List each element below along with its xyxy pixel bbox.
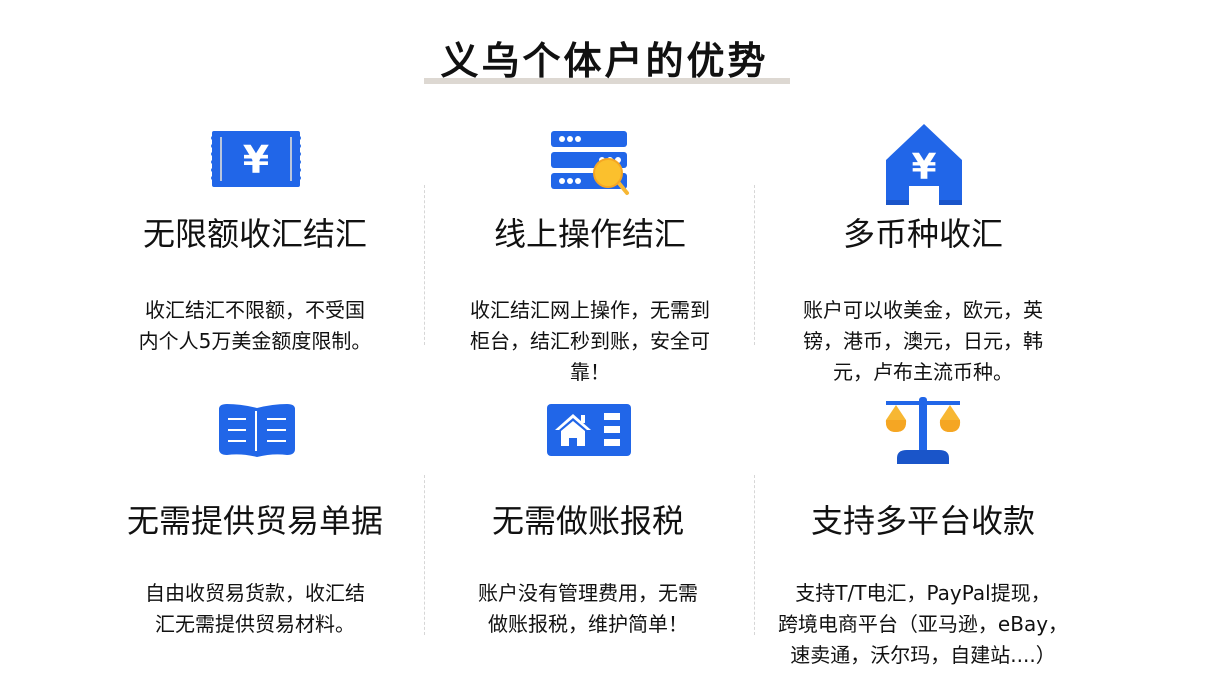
feature-card-multi-platform: 支持多平台收款 支持T/T电汇，PayPal提现， 跨境电商平台（亚马逊，eBa… xyxy=(753,496,1093,671)
feature-card-no-bookkeeping: 无需做账报税 账户没有管理费用，无需 做账报税，维护简单！ xyxy=(418,496,758,640)
feature-title: 支持多平台收款 xyxy=(810,502,1035,540)
feature-card-online-exchange: 线上操作结汇 收汇结汇网上操作，无需到 柜台，结汇秒到账，安全可 靠！ xyxy=(420,209,760,388)
divider-bottom-left xyxy=(424,475,425,635)
feature-title: 无限额收汇结汇 xyxy=(142,215,367,253)
feature-desc-line: 速卖通，沃尔玛，自建站....） xyxy=(790,643,1056,667)
feature-card-unlimited-exchange: 无限额收汇结汇 收汇结汇不限额，不受国 内个人5万美金额度限制。 xyxy=(85,209,425,357)
svg-text:¥: ¥ xyxy=(243,138,269,182)
feature-title: 线上操作结汇 xyxy=(493,215,686,253)
feature-title: 无需提供贸易单据 xyxy=(126,502,383,540)
feature-desc-line: 镑，港币，澳元，日元，韩 xyxy=(803,329,1043,353)
balance-scale-icon xyxy=(883,392,965,472)
divider-bottom-right xyxy=(754,475,755,635)
yuan-ticket-icon: ¥ xyxy=(210,131,302,193)
feature-desc-line: 做账报税，维护简单！ xyxy=(488,612,688,636)
feature-desc-line: 汇无需提供贸易材料。 xyxy=(155,612,355,636)
title-underline xyxy=(424,78,790,84)
feature-desc-line: 元，卢布主流币种。 xyxy=(833,360,1013,384)
feature-title: 多币种收汇 xyxy=(842,215,1003,253)
feature-desc-line: 收汇结汇网上操作，无需到 xyxy=(470,298,710,322)
feature-card-no-trade-docs: 无需提供贸易单据 自由收贸易货款，收汇结 汇无需提供贸易材料。 xyxy=(85,496,425,640)
feature-desc-line: 自由收贸易货款，收汇结 xyxy=(145,581,365,605)
open-book-icon xyxy=(215,403,299,461)
feature-desc-line: 内个人5万美金额度限制。 xyxy=(138,329,372,353)
divider-top-right xyxy=(754,185,755,345)
feature-title: 无需做账报税 xyxy=(491,502,684,540)
server-search-icon xyxy=(550,130,632,200)
feature-desc-line: 支持T/T电汇，PayPal提现， xyxy=(795,581,1051,605)
feature-desc-line: 账户没有管理费用，无需 xyxy=(478,581,698,605)
feature-desc-line: 靠！ xyxy=(570,360,610,384)
divider-top-left xyxy=(424,185,425,345)
feature-card-multi-currency: 多币种收汇 账户可以收美金，欧元，英 镑，港币，澳元，日元，韩 元，卢布主流币种… xyxy=(753,209,1093,388)
feature-desc-line: 收汇结汇不限额，不受国 xyxy=(145,298,365,322)
page-title: 义乌个体户的优势 xyxy=(440,39,769,83)
yuan-house-icon: ¥ xyxy=(884,124,964,210)
home-list-card-icon xyxy=(547,404,632,460)
feature-desc-line: 跨境电商平台（亚马逊，eBay， xyxy=(777,612,1069,636)
svg-text:¥: ¥ xyxy=(911,147,936,188)
feature-desc-line: 账户可以收美金，欧元，英 xyxy=(803,298,1043,322)
feature-desc-line: 柜台，结汇秒到账，安全可 xyxy=(470,329,710,353)
